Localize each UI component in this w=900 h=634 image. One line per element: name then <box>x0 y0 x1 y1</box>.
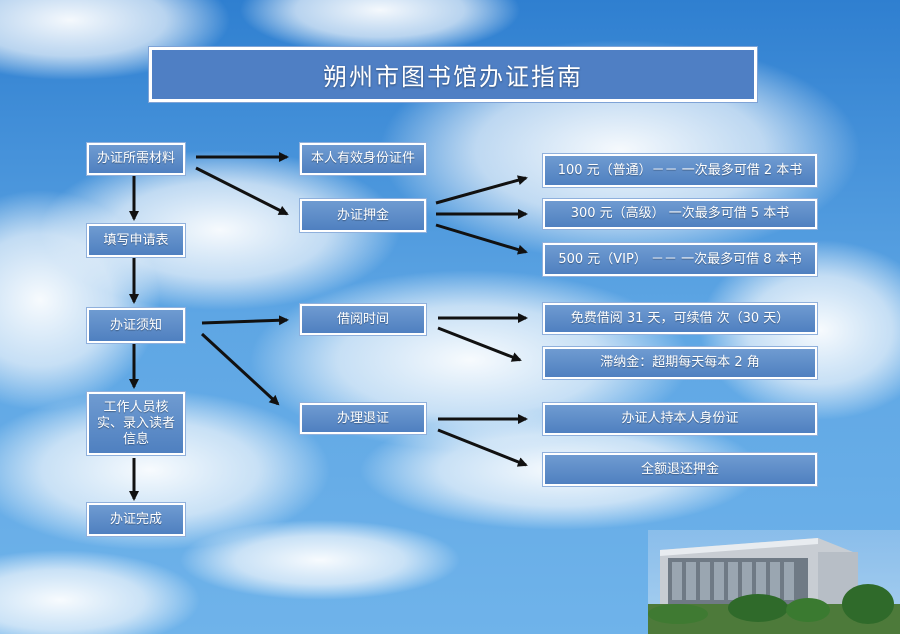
library-building-image <box>648 530 900 634</box>
step-notice: 办证须知 <box>86 307 186 344</box>
borrow-free-item: 免费借阅 31 天，可续借 次（30 天） <box>542 302 818 335</box>
notice-borrow-time: 借阅时间 <box>299 303 427 336</box>
refund-full-item: 全额退还押金 <box>542 452 818 487</box>
deposit-500-item: 500 元（VIP） －－ 一次最多可借 8 本书 <box>542 242 818 277</box>
page-title: 朔州市图书馆办证指南 <box>148 46 758 103</box>
material-deposit: 办证押金 <box>299 198 427 233</box>
step-staff-check: 工作人员核 实、录入读者 信息 <box>86 391 186 456</box>
late-fee-item: 滞纳金：超期每天每本 2 角 <box>542 346 818 380</box>
refund-id-item: 办证人持本人身份证 <box>542 402 818 436</box>
step-materials: 办证所需材料 <box>86 142 186 176</box>
deposit-300-item: 300 元（高级） 一次最多可借 5 本书 <box>542 198 818 230</box>
deposit-100-item: 100 元（普通）－－ 一次最多可借 2 本书 <box>542 153 818 188</box>
material-id-card: 本人有效身份证件 <box>299 142 427 176</box>
step-done: 办证完成 <box>86 502 186 537</box>
step-fill-form: 填写申请表 <box>86 223 186 258</box>
notice-refund: 办理退证 <box>299 402 427 435</box>
